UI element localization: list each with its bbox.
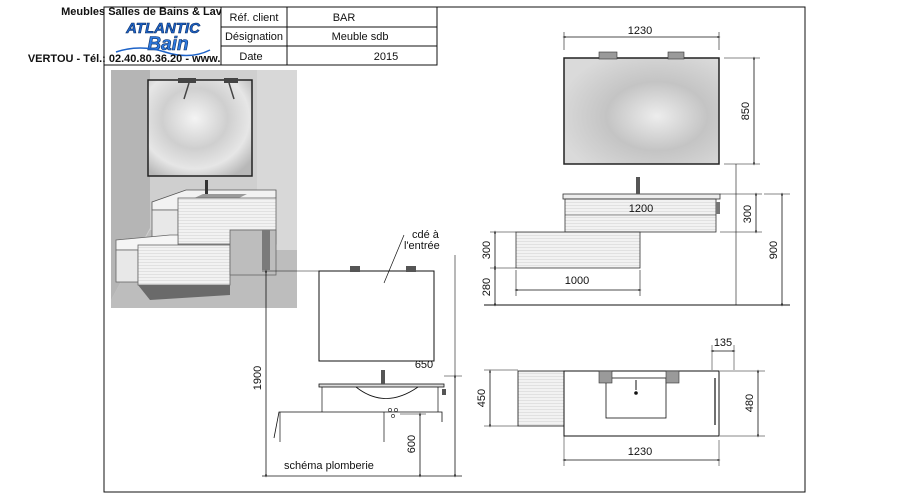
plumbing-mirror [318,270,435,362]
front-view: 1230 850 1200 300 900 300 280 [481,25,790,307]
date-label: Date [239,51,262,63]
designation-value: Meuble sdb [332,31,389,43]
perspective-mirror [147,79,253,177]
plumbing-annotation-line2: l'entrée [404,240,440,252]
dim-top-side-depth: 135 [714,337,732,349]
dim-top-left-depth: 450 [476,389,488,407]
plumbing-annotation-text: cdé à [412,229,440,241]
front-bottom-cabinet [515,231,641,269]
dim-total-height: 900 [768,241,780,259]
logo-word-atlantic: ATLANTIC [125,20,201,37]
dim-top-right-depth: 480 [744,394,756,412]
sheet-border [103,6,806,493]
logo-tagline: Meubles Salles de Bains & Lave mains [61,6,263,18]
dim-bottom-cabinet-width: 1000 [565,275,589,287]
ref-client-label: Réf. client [230,12,279,24]
date-value: 2015 [374,51,398,63]
top-view-lower-cabinet [517,370,567,427]
logo-wave-icon [115,47,211,57]
ref-client-value: BAR [333,12,356,24]
dim-top-cabinet-width: 1200 [629,203,653,215]
plumbing-caption: schéma plomberie [284,460,374,472]
front-top-cabinet [564,198,717,233]
designation-label: Désignation [225,31,283,43]
dim-bottom-cabinet-height: 300 [481,241,493,259]
perspective-view [111,70,297,308]
dim-floor-clearance: 280 [481,278,493,296]
dim-plumbing-pipe-height: 600 [406,435,418,453]
top-view: 450 480 1230 135 [476,337,765,466]
logo-word-bain: Bain [147,34,188,55]
dim-top-cabinet-height: 300 [742,205,754,223]
dim-mirror-height: 850 [740,102,752,120]
front-mirror [563,57,720,165]
title-block: Réf. client BAR Désignation Meuble sdb D… [220,6,438,66]
dim-top-width: 1230 [628,446,652,458]
dim-plumbing-width: 650 [415,359,433,371]
dim-plumbing-total-height: 1900 [252,366,264,390]
dim-mirror-width: 1230 [628,25,652,37]
